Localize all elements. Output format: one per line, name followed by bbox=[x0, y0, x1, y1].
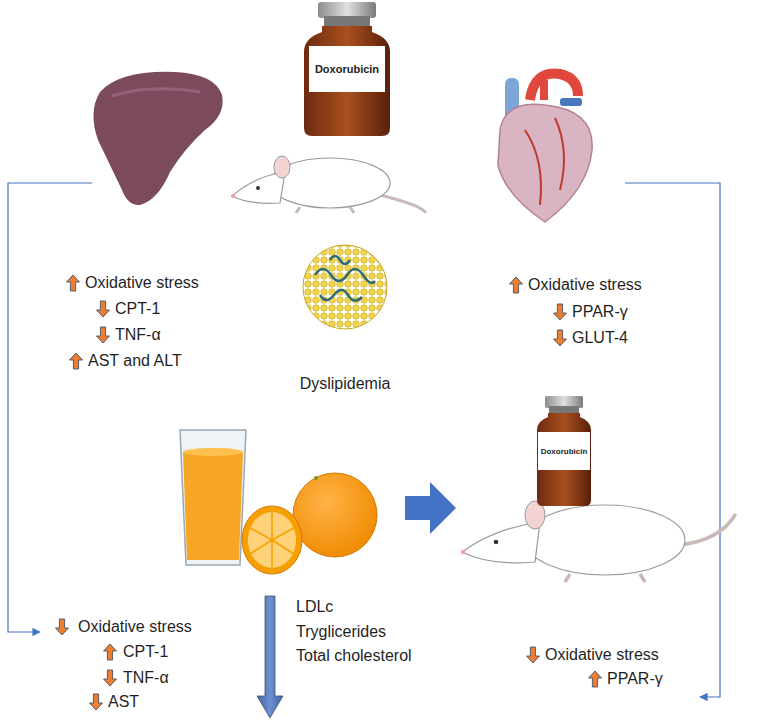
bottle-label: Doxorubicin bbox=[309, 46, 385, 92]
decrease-arrow bbox=[554, 330, 567, 346]
finding-text: Tryglicerides bbox=[296, 623, 386, 641]
oranges bbox=[242, 473, 377, 574]
drug-name: Doxorubicin bbox=[315, 63, 379, 75]
drug-bottle bbox=[304, 2, 390, 136]
connector-line bbox=[8, 183, 92, 632]
finding-text: PPAR-γ bbox=[572, 303, 628, 321]
rat bbox=[461, 501, 735, 582]
increase-arrow bbox=[589, 671, 602, 687]
drug-bottle bbox=[537, 396, 591, 506]
figure-label: Dyslipidemia bbox=[300, 375, 391, 393]
increase-arrow bbox=[67, 275, 80, 291]
finding-text: AST and ALT bbox=[88, 352, 182, 370]
finding-text: Oxidative stress bbox=[78, 618, 192, 636]
juice-glass bbox=[180, 430, 246, 565]
heart bbox=[498, 74, 592, 222]
flow-arrow bbox=[405, 482, 456, 534]
decrease-arrow bbox=[527, 647, 540, 663]
decrease-arrow bbox=[97, 327, 110, 343]
finding-text: TNF-α bbox=[115, 326, 161, 344]
finding-text: LDLc bbox=[296, 598, 333, 616]
finding-text: Oxidative stress bbox=[528, 276, 642, 294]
drug-name: Doxorubicin bbox=[541, 447, 588, 456]
bottle-label: Doxorubicin bbox=[538, 432, 591, 470]
lipoprotein bbox=[303, 245, 387, 329]
finding-text: TNF-α bbox=[123, 669, 169, 687]
finding-text: AST bbox=[108, 693, 139, 711]
finding-text: CPT-1 bbox=[115, 300, 160, 318]
finding-text: Oxidative stress bbox=[545, 646, 659, 664]
finding-text: Total cholesterol bbox=[296, 647, 412, 665]
finding-text: CPT-1 bbox=[123, 643, 168, 661]
decrease-arrow bbox=[554, 304, 567, 320]
finding-text: GLUT-4 bbox=[572, 329, 628, 347]
decrease-arrow bbox=[257, 596, 283, 718]
finding-text: PPAR-γ bbox=[607, 670, 663, 688]
decrease-arrow bbox=[90, 694, 103, 710]
increase-arrow bbox=[70, 353, 83, 369]
connector-line bbox=[625, 183, 720, 697]
finding-text: Oxidative stress bbox=[85, 274, 199, 292]
decrease-arrow bbox=[56, 619, 69, 635]
increase-arrow bbox=[104, 644, 117, 660]
increase-arrow bbox=[510, 277, 523, 293]
decrease-arrow bbox=[104, 670, 117, 686]
rat bbox=[231, 156, 425, 213]
liver-highlight bbox=[112, 89, 200, 96]
liver bbox=[93, 72, 222, 205]
decrease-arrow bbox=[97, 301, 110, 317]
